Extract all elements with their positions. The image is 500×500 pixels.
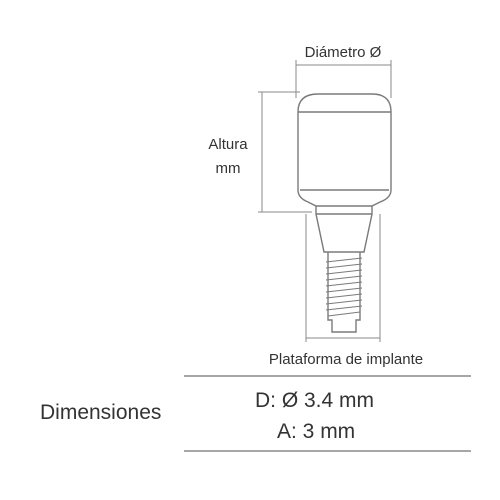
height-dimension: Altura mm xyxy=(208,91,312,213)
screw-threads xyxy=(325,257,363,317)
platform-label: Plataforma de implante xyxy=(269,351,423,368)
diameter-dimension: Diámetro Ø xyxy=(295,44,392,98)
height-label-line2: mm xyxy=(216,160,241,177)
diameter-value: D: Ø 3.4 mm xyxy=(255,389,375,412)
abutment-shank xyxy=(327,252,361,333)
dimensions-title: Dimensiones xyxy=(40,401,162,424)
abutment-head xyxy=(297,93,392,207)
diameter-label: Diámetro Ø xyxy=(305,44,382,61)
abutment-shape xyxy=(297,93,392,333)
platform-dimension: Plataforma de implante xyxy=(269,214,423,368)
height-value: A: 3 mm xyxy=(277,420,356,443)
abutment-collar xyxy=(315,206,373,253)
height-label-line1: Altura xyxy=(208,136,248,153)
